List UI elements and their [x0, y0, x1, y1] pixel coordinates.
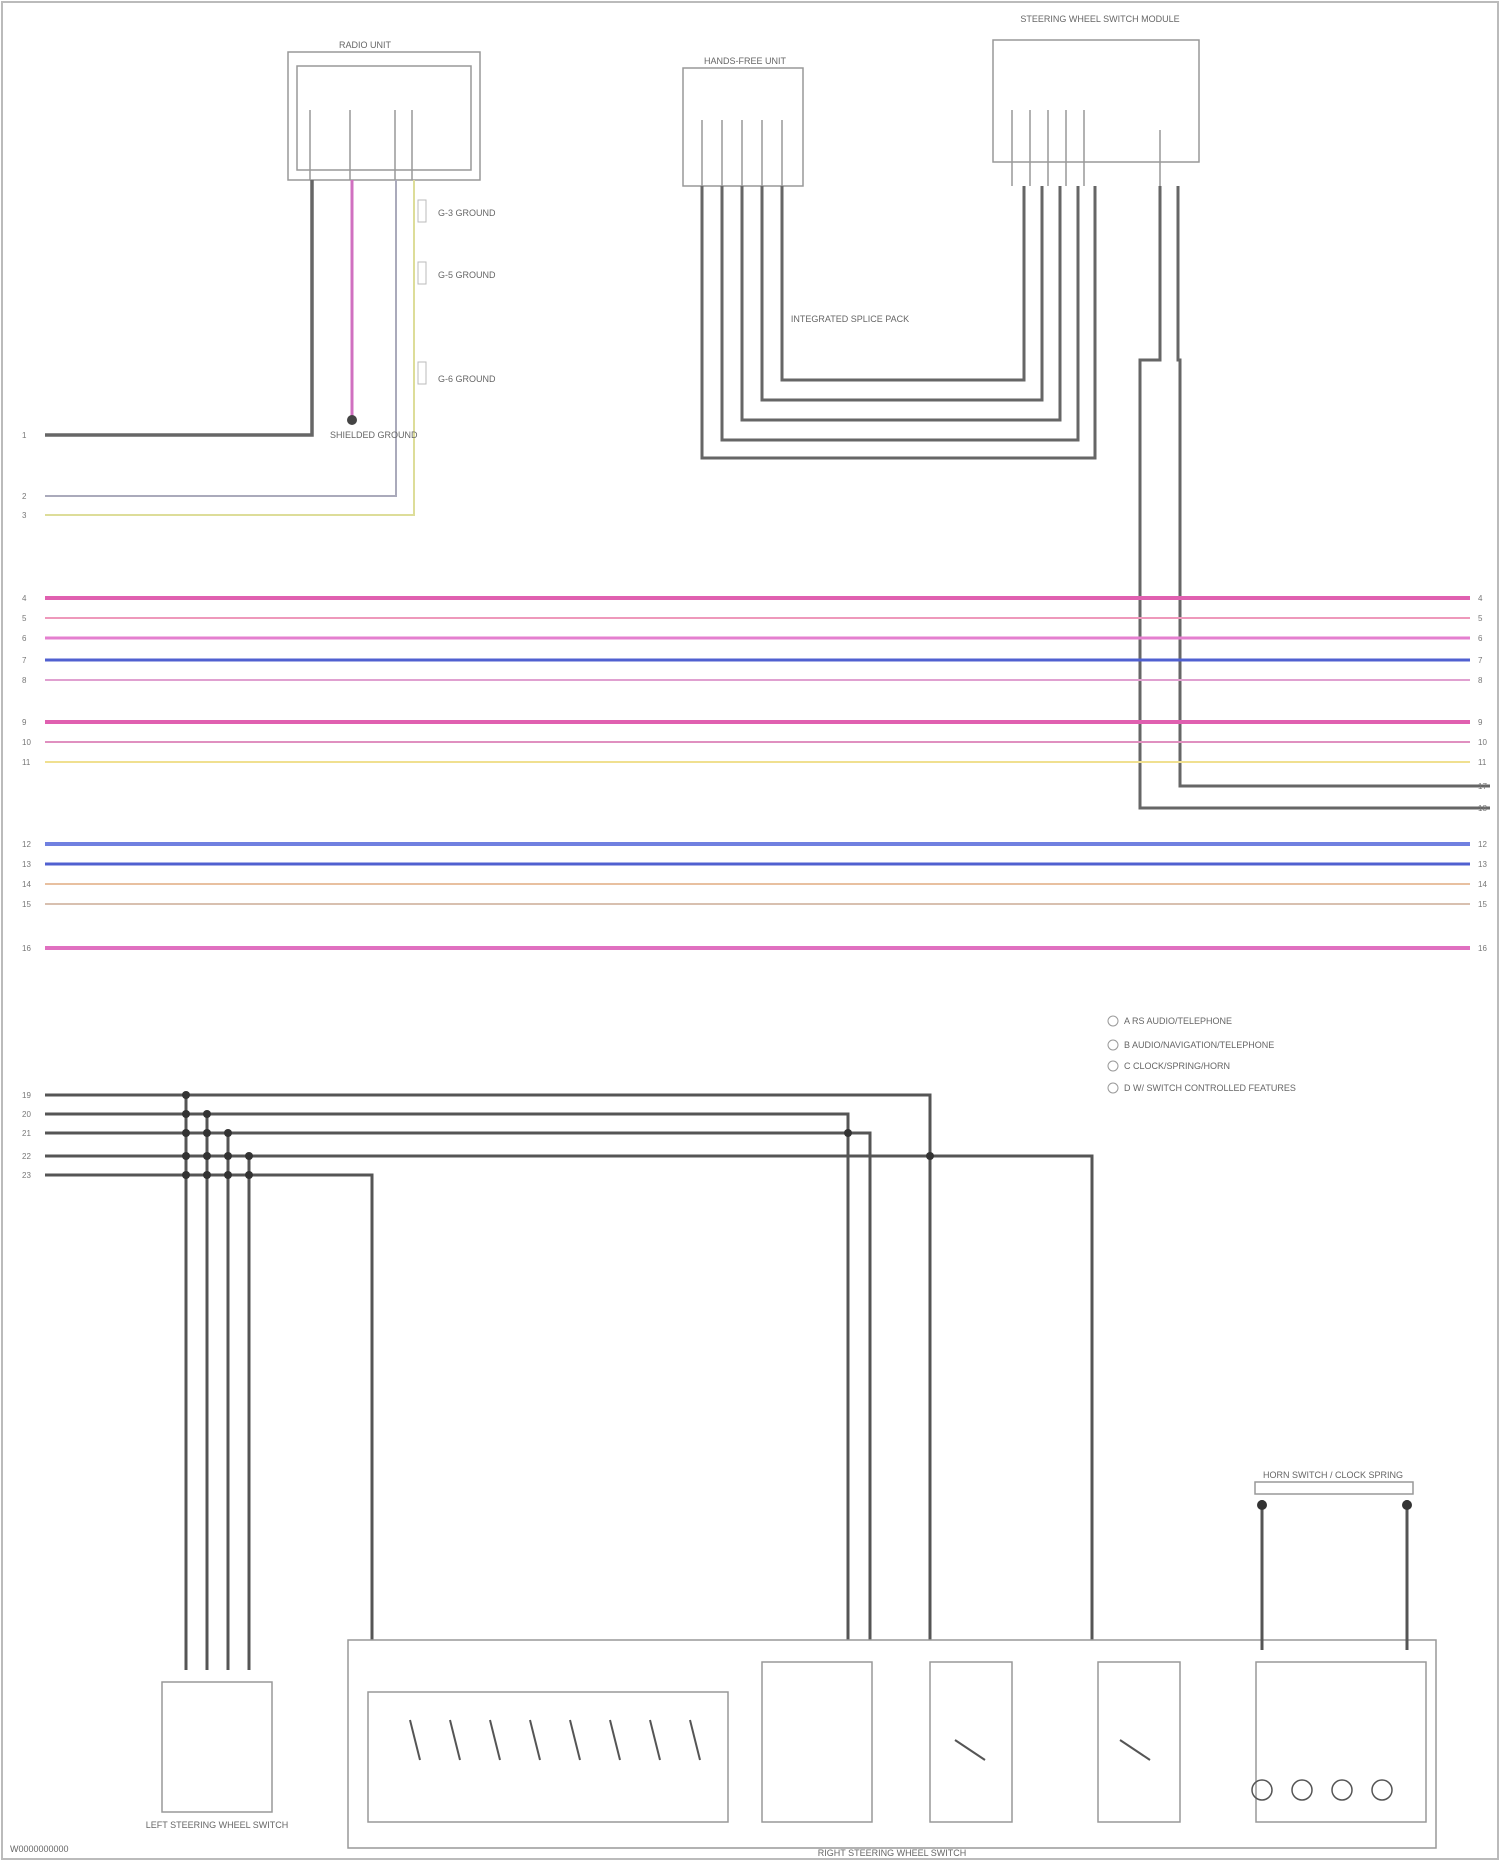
- svg-text:7: 7: [1478, 656, 1483, 665]
- svg-text:2: 2: [22, 492, 27, 501]
- svg-text:13: 13: [1478, 860, 1487, 869]
- svg-text:9: 9: [22, 718, 27, 727]
- legend-item-3: C CLOCK/SPRING/HORN: [1124, 1061, 1230, 1071]
- svg-text:18: 18: [1478, 804, 1487, 813]
- lower-pin-tags: 19 20 21 22 23: [22, 1091, 31, 1180]
- ground-label-2: G-5 GROUND: [438, 270, 496, 280]
- svg-text:12: 12: [1478, 840, 1487, 849]
- svg-text:11: 11: [1478, 758, 1487, 767]
- hands-free-unit: HANDS-FREE UNIT: [683, 56, 803, 186]
- svg-text:4: 4: [1478, 594, 1483, 603]
- svg-text:4: 4: [22, 594, 27, 603]
- splice-pack-label: INTEGRATED SPLICE PACK: [791, 314, 909, 324]
- horn-switch-label: HORN SWITCH / CLOCK SPRING: [1263, 1470, 1403, 1480]
- svg-text:14: 14: [1478, 880, 1487, 889]
- svg-text:15: 15: [22, 900, 31, 909]
- hands-free-label: HANDS-FREE UNIT: [704, 56, 787, 66]
- left-pin-tags-top: 1 2 3: [22, 431, 27, 520]
- svg-text:15: 15: [1478, 900, 1487, 909]
- footer-code: W0000000000: [10, 1844, 69, 1854]
- svg-text:21: 21: [22, 1129, 31, 1138]
- legend-item-4: D W/ SWITCH CONTROLLED FEATURES: [1124, 1083, 1296, 1093]
- legend-item-2: B AUDIO/NAVIGATION/TELEPHONE: [1124, 1040, 1274, 1050]
- svg-text:23: 23: [22, 1171, 31, 1180]
- svg-text:9: 9: [1478, 718, 1483, 727]
- legend: A RS AUDIO/TELEPHONE B AUDIO/NAVIGATION/…: [1108, 1016, 1296, 1093]
- svg-text:5: 5: [22, 614, 27, 623]
- svg-text:14: 14: [22, 880, 31, 889]
- horn-switch: HORN SWITCH / CLOCK SPRING: [1255, 1470, 1413, 1650]
- right-switch-label: RIGHT STEERING WHEEL SWITCH: [818, 1848, 967, 1858]
- svg-text:16: 16: [22, 944, 31, 953]
- harness-pin-tags: 4 5 6 7 8 9 10 11 12 13 14 15 16 4 5 6 7…: [22, 594, 1487, 953]
- svg-text:13: 13: [22, 860, 31, 869]
- radio-unit: RADIO UNIT: [288, 40, 480, 180]
- ground-label-3: G-6 GROUND: [438, 374, 496, 384]
- svg-text:5: 5: [1478, 614, 1483, 623]
- legend-item-1: A RS AUDIO/TELEPHONE: [1124, 1016, 1232, 1026]
- svg-text:22: 22: [22, 1152, 31, 1161]
- right-steering-switch: RIGHT STEERING WHEEL SWITCH: [348, 1640, 1436, 1858]
- svg-text:7: 7: [22, 656, 27, 665]
- shield-ground-label: SHIELDED GROUND: [330, 430, 418, 440]
- svg-text:17: 17: [1478, 782, 1487, 791]
- lower-bus-wires: [45, 1095, 1092, 1670]
- svg-text:6: 6: [1478, 634, 1483, 643]
- left-switch-label: LEFT STEERING WHEEL SWITCH: [146, 1820, 289, 1830]
- bus-junction-dots: [182, 1091, 934, 1179]
- main-harness: [45, 598, 1470, 948]
- svg-text:6: 6: [22, 634, 27, 643]
- left-steering-switch: LEFT STEERING WHEEL SWITCH: [146, 1682, 289, 1830]
- svg-text:11: 11: [22, 758, 31, 767]
- svg-text:19: 19: [22, 1091, 31, 1100]
- svg-text:10: 10: [1478, 738, 1487, 747]
- svg-text:16: 16: [1478, 944, 1487, 953]
- steering-switch-module: STEERING WHEEL SWITCH MODULE: [993, 14, 1199, 186]
- svg-text:10: 10: [22, 738, 31, 747]
- svg-text:8: 8: [1478, 676, 1483, 685]
- svg-text:1: 1: [22, 431, 27, 440]
- radio-unit-label: RADIO UNIT: [339, 40, 392, 50]
- ground-label-1: G-3 GROUND: [438, 208, 496, 218]
- steering-module-label: STEERING WHEEL SWITCH MODULE: [1020, 14, 1179, 24]
- radio-shield-annotations: G-3 GROUND G-5 GROUND G-6 GROUND: [418, 200, 496, 384]
- svg-text:20: 20: [22, 1110, 31, 1119]
- svg-text:12: 12: [22, 840, 31, 849]
- svg-text:3: 3: [22, 511, 27, 520]
- svg-text:8: 8: [22, 676, 27, 685]
